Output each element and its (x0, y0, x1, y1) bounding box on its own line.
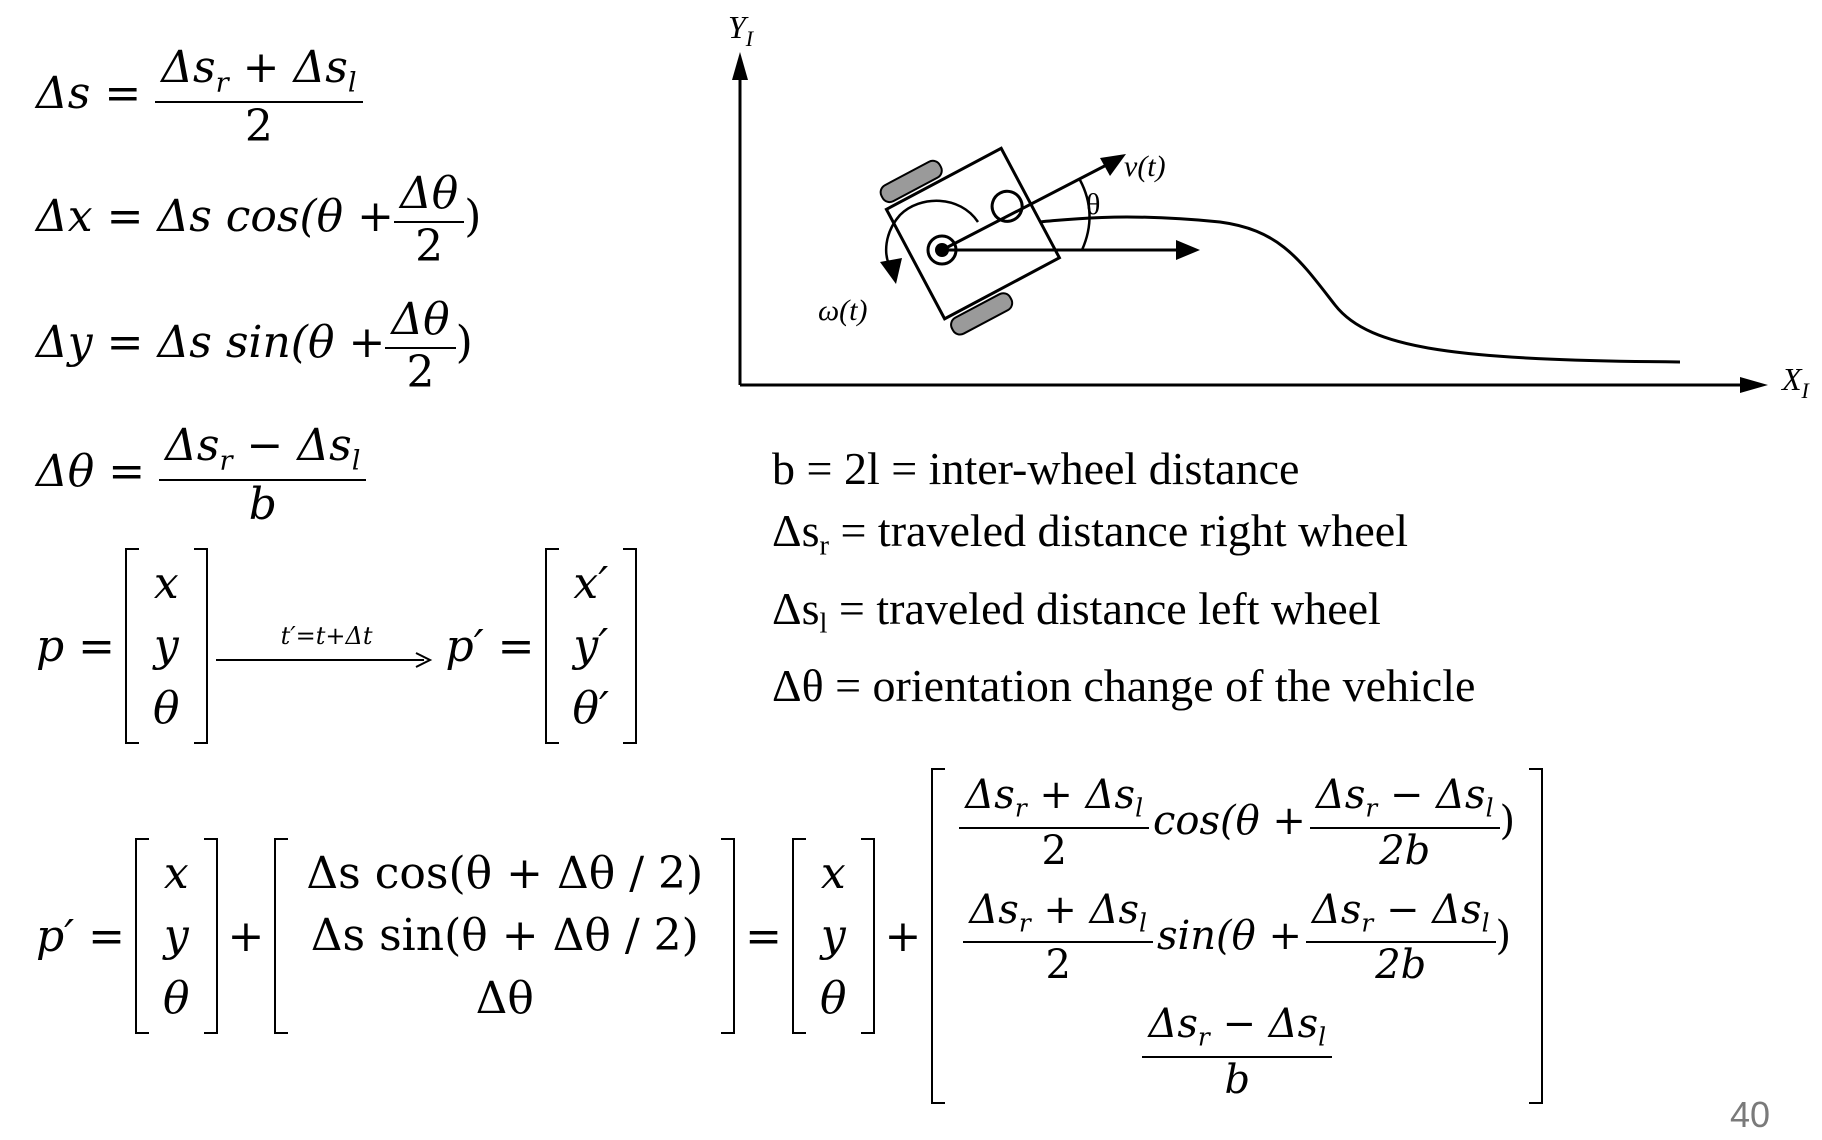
eq-dy-num: Δθ (391, 294, 450, 345)
eq-dx-den: 2 (415, 221, 444, 272)
omega-label: ω(t) (818, 294, 868, 327)
velocity-arrow (941, 156, 1121, 252)
pose-prime-x: x′ (573, 557, 609, 609)
eq-dtheta-lhs: Δθ = (36, 445, 146, 497)
x-axis-arrowhead (1740, 377, 1768, 393)
update-vec-x: x (163, 847, 189, 899)
eq-dy-lhs: Δy = Δs sin(θ + (36, 317, 386, 369)
update-plus-2: + (884, 910, 922, 962)
update-delta-vector: Δs cos(θ + Δθ / 2) Δs sin(θ + Δθ / 2) Δθ (274, 838, 736, 1034)
expanded-row1-fn: cos(θ + (1153, 798, 1306, 845)
eq-dtheta-num-op: − Δs (232, 420, 352, 471)
equation-pose-update: p′ = x y θ + Δs cos(θ + Δθ / 2) Δs sin(θ… (36, 764, 1544, 1108)
omega-arrowhead (880, 258, 902, 284)
left-wheel (879, 159, 943, 204)
y-axis-label: YI (728, 9, 755, 51)
equation-delta-s: Δs = Δsr + Δsl 2 (36, 42, 363, 151)
update-plus-1: + (227, 910, 265, 962)
transition-arrow-label: t′=t+Δt (280, 622, 373, 650)
expanded-row2: Δsr + Δsl 2 sin(θ + Δsr − Δsl 2b ) (963, 885, 1511, 987)
update-vec2-x: x (820, 847, 846, 899)
eq-dtheta-sub-l: l (351, 445, 361, 477)
update-expanded-vector: Δsr + Δsl 2 cos(θ + Δsr − Δsl 2b ) Δsr +… (931, 768, 1544, 1104)
update-vec-y: y (163, 910, 189, 962)
update-vector-p: x y θ (135, 838, 218, 1034)
eq-dy-close: ) (455, 317, 473, 369)
eq-pose-lhs: p = (36, 620, 116, 672)
eq-dy-den: 2 (406, 347, 435, 398)
expanded-row3: Δsr − Δsl b (1142, 999, 1333, 1102)
pose-vector: x y θ (125, 548, 208, 744)
update-vec2-theta: θ (820, 973, 847, 1025)
legend-line-4: Δθ = orientation change of the vehicle (772, 660, 1476, 712)
equation-delta-x: Δx = Δs cos(θ + Δθ 2 ) (36, 168, 481, 271)
expanded-row2-fn: sin(θ + (1156, 913, 1302, 959)
eq-dx-lhs: Δx = Δs cos(θ + (36, 191, 394, 243)
eq-ds-sub-l: l (347, 67, 357, 99)
update-vec2-y: y (820, 910, 846, 962)
eq-ds-den: 2 (244, 100, 273, 152)
update-vector-p2: x y θ (792, 838, 875, 1034)
eq-dtheta-den: b (248, 478, 277, 530)
x-axis-label: XI (1780, 361, 1811, 403)
omega-arc (884, 199, 980, 271)
eq-ds-lhs: Δs = (36, 67, 142, 119)
robot-trajectory-diagram: YI XI v(t) θ ω(t) (728, 9, 1811, 403)
eq-ds-sub-r: r (215, 67, 229, 99)
expanded-row1: Δsr + Δsl 2 cos(θ + Δsr − Δsl 2b ) (959, 770, 1515, 873)
eq-dx-num: Δθ (400, 168, 459, 219)
y-axis-arrowhead (732, 52, 748, 80)
eq-dy-fraction: Δθ 2 (385, 294, 456, 398)
pose-vec-x: x (153, 557, 179, 609)
eq-ds-num: Δs (161, 42, 216, 93)
equation-delta-y: Δy = Δs sin(θ + Δθ 2 ) (36, 294, 473, 397)
pose-prime-vector: x′ y′ θ′ (544, 548, 638, 744)
eq-update-lhs: p′ = (36, 910, 126, 962)
right-wheel (950, 292, 1014, 336)
eq-ds-num-op: + Δs (228, 42, 348, 93)
legend-line-3: Δsl = traveled distance left wheel (772, 582, 1381, 640)
equation-delta-theta: Δθ = Δsr − Δsl b (36, 420, 367, 530)
pose-vec-theta: θ (153, 683, 180, 735)
arrow-right-icon (215, 652, 432, 668)
update-equals: = (745, 910, 783, 962)
theta-arc (1078, 179, 1091, 251)
pose-prime-y: y′ (573, 620, 609, 672)
theta-label: θ (1086, 188, 1100, 221)
eq-dtheta-num: Δs (165, 420, 220, 471)
update-delta-row1: Δs cos(θ + Δθ / 2) (306, 847, 704, 899)
eq-dtheta-fraction: Δsr − Δsl b (159, 420, 367, 530)
update-vec-theta: θ (163, 973, 190, 1025)
eq-dx-close: ) (464, 191, 482, 243)
transition-arrow: t′=t+Δt (215, 622, 438, 670)
eq-pose-rhs: p′ = (445, 620, 535, 672)
update-delta-row2: Δs sin(θ + Δθ / 2) (310, 910, 699, 962)
variable-legend: b = 2l = inter-wheel distance Δsr = trav… (772, 438, 1475, 717)
update-delta-row3: Δθ (475, 973, 534, 1025)
legend-line-2: Δsr = traveled distance right wheel (772, 505, 1408, 562)
equation-pose-transition: p = x y θ t′=t+Δt p′ = x′ y′ θ′ (36, 548, 638, 744)
pose-prime-theta: θ′ (572, 683, 610, 735)
trajectory-path (944, 215, 1681, 364)
velocity-label: v(t) (1124, 150, 1166, 183)
legend-line-1: b = 2l = inter-wheel distance (772, 443, 1300, 494)
pose-vec-y: y (153, 620, 179, 672)
eq-dx-fraction: Δθ 2 (394, 168, 465, 272)
page-number: 40 (1730, 1094, 1771, 1135)
eq-dtheta-sub-r: r (219, 445, 233, 477)
velocity-arrowhead (1100, 154, 1126, 176)
eq-ds-fraction: Δsr + Δsl 2 (155, 42, 363, 152)
